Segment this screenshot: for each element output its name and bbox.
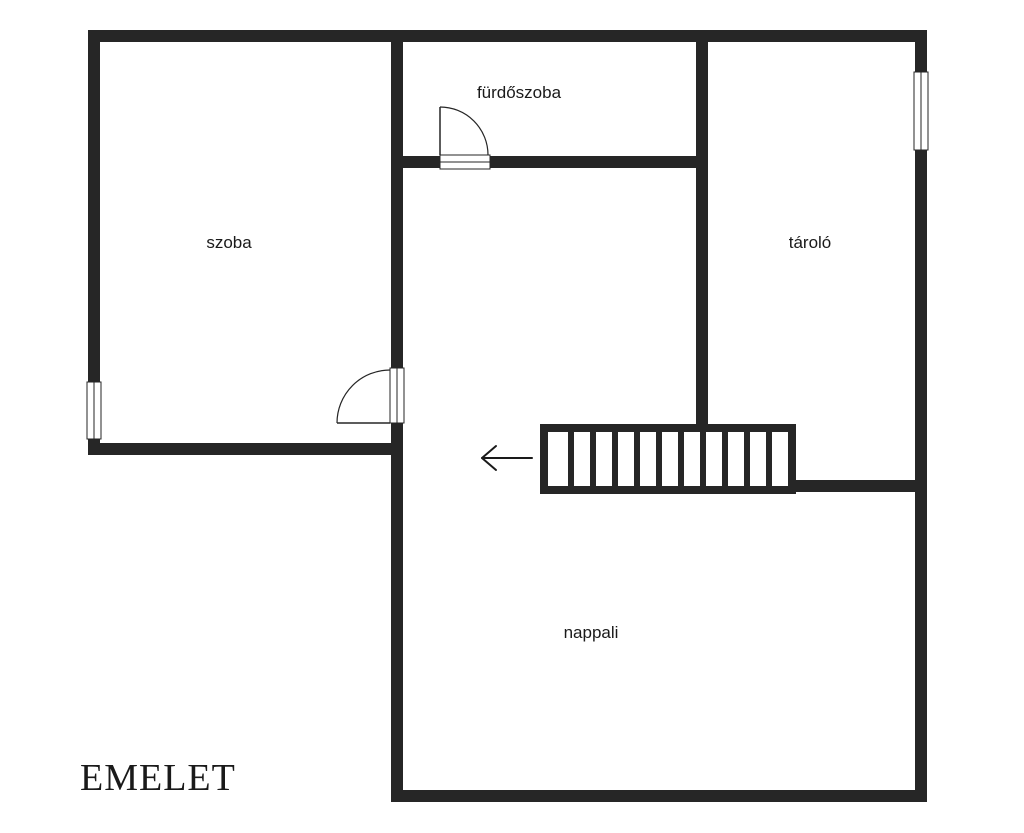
room-label-tarolo: tároló: [789, 233, 832, 252]
door-szoba: [336, 367, 405, 424]
wall-bottom: [391, 790, 927, 802]
room-label-szoba: szoba: [206, 233, 252, 252]
staircase: [540, 424, 796, 494]
windows: [86, 71, 929, 440]
wall-bathroom-bottom: [391, 156, 708, 168]
wall-szoba-bottom: [88, 443, 403, 455]
window-szoba: [86, 381, 102, 440]
walls: [88, 30, 927, 802]
room-label-furdoszoba: fürdőszoba: [477, 83, 562, 102]
floor-title: EMELET: [80, 757, 236, 799]
door-bathroom: [439, 106, 491, 170]
wall-left-upper: [88, 30, 100, 455]
wall-top: [88, 30, 927, 42]
window-tarolo: [913, 71, 929, 151]
stairs-arrow-icon: [481, 445, 533, 471]
wall-right: [915, 30, 927, 802]
wall-tarolo-left: [696, 30, 708, 425]
room-label-nappali: nappali: [564, 623, 619, 642]
